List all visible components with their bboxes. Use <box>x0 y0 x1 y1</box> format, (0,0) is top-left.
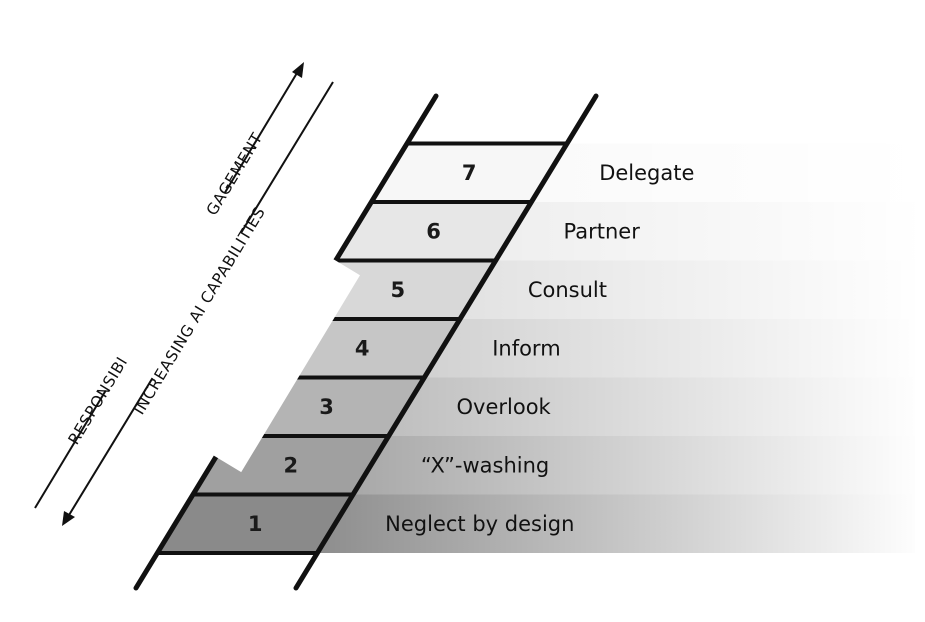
ladder-step-1 <box>157 494 354 553</box>
level-labels: Neglect by design “X”-washing Overlook Info… <box>385 161 694 536</box>
level-label-4: Inform <box>492 336 560 360</box>
rung-number-2: 2 <box>284 453 299 477</box>
level-label-1: Neglect by design <box>385 512 574 536</box>
arrow-down-icon <box>62 511 75 526</box>
arrow-up-icon <box>292 62 304 78</box>
ladder-top-section <box>407 96 596 142</box>
rung-number-1: 1 <box>248 512 263 536</box>
rung-number-4: 4 <box>355 336 370 360</box>
ladder-step-6 <box>335 202 532 261</box>
rung-number-7: 7 <box>462 161 477 185</box>
ai-capabilities-axis: INCREASING AI CAPABILITIES <box>54 81 346 526</box>
ladder-step-7 <box>371 143 568 202</box>
rung-number-3: 3 <box>319 395 334 419</box>
level-label-5: Consult <box>528 278 607 302</box>
level-label-3: Overlook <box>457 395 552 419</box>
level-label-2: “X”-washing <box>421 453 549 477</box>
rung-number-5: 5 <box>391 278 406 302</box>
ladder-right-rail <box>293 93 599 591</box>
level-label-6: Partner <box>564 219 641 243</box>
level-label-7: Delegate <box>599 161 694 185</box>
rung-number-6: 6 <box>426 219 441 243</box>
